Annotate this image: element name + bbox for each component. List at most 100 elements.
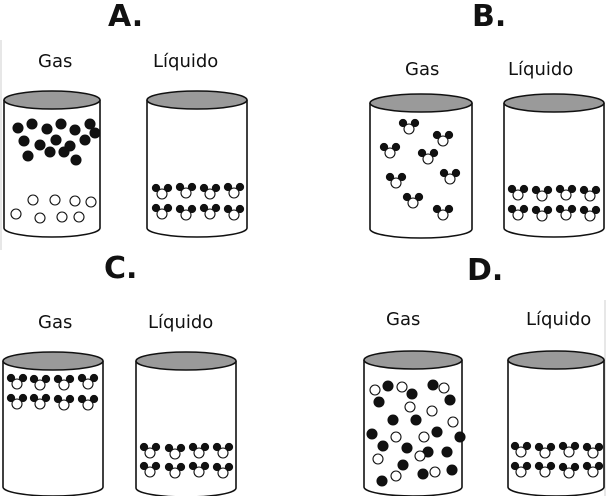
light-atom bbox=[69, 195, 81, 207]
molecule-dark-atom bbox=[223, 204, 233, 214]
panel-b-letter: B. bbox=[472, 0, 506, 34]
molecule-dark-atom bbox=[451, 168, 461, 178]
molecule-dark-atom bbox=[224, 462, 234, 472]
molecule-dark-atom bbox=[65, 394, 75, 404]
dark-atom bbox=[70, 154, 82, 166]
molecule-dark-atom bbox=[164, 443, 174, 453]
dark-atom bbox=[18, 135, 30, 147]
molecule-light-atom bbox=[228, 187, 240, 199]
cylinder-lid bbox=[507, 350, 605, 370]
light-atom bbox=[85, 196, 97, 208]
panel-b-liquid-label: Líquido bbox=[508, 59, 573, 80]
dark-atom bbox=[34, 139, 46, 151]
light-atom bbox=[27, 194, 39, 206]
molecule bbox=[534, 442, 556, 459]
dark-atom bbox=[382, 380, 394, 392]
dark-atom bbox=[22, 150, 34, 162]
light-atom bbox=[396, 381, 408, 393]
molecule-dark-atom bbox=[555, 204, 565, 214]
panel-c-gas-particles bbox=[6, 373, 99, 411]
molecule bbox=[582, 461, 604, 478]
panel-b-gas-container bbox=[369, 93, 473, 239]
molecule-dark-atom bbox=[558, 441, 568, 451]
molecule-dark-atom bbox=[212, 442, 222, 452]
panel-b: B. Gas Líquido bbox=[369, 0, 605, 239]
panel-b-gas-particles bbox=[379, 118, 461, 221]
cylinder-lid bbox=[135, 351, 237, 371]
molecule-dark-atom bbox=[235, 182, 245, 192]
molecule bbox=[579, 185, 601, 202]
molecule-light-atom bbox=[584, 190, 596, 202]
molecule bbox=[555, 184, 577, 201]
dark-atom bbox=[12, 122, 24, 134]
molecule-dark-atom bbox=[531, 205, 541, 215]
light-atom bbox=[34, 212, 46, 224]
molecule-dark-atom bbox=[41, 374, 51, 384]
dark-atom bbox=[410, 414, 422, 426]
molecule-light-atom bbox=[444, 173, 456, 185]
panel-b-gas-label: Gas bbox=[405, 59, 439, 80]
molecule-dark-atom bbox=[507, 204, 517, 214]
molecule-dark-atom bbox=[199, 183, 209, 193]
molecule bbox=[151, 183, 173, 200]
molecule-dark-atom bbox=[18, 373, 28, 383]
molecule bbox=[379, 142, 401, 159]
molecule bbox=[53, 374, 75, 391]
molecule-light-atom bbox=[169, 467, 181, 479]
molecule-dark-atom bbox=[188, 461, 198, 471]
panel-a-liquid-container bbox=[146, 90, 248, 238]
cylinder-lid bbox=[363, 350, 463, 370]
molecule bbox=[151, 203, 173, 220]
molecule-dark-atom bbox=[6, 393, 16, 403]
molecule-light-atom bbox=[193, 447, 205, 459]
cylinder-lid bbox=[503, 93, 605, 113]
molecule-dark-atom bbox=[582, 442, 592, 452]
molecule-light-atom bbox=[536, 210, 548, 222]
panel-b-liquid-particles bbox=[507, 184, 601, 222]
molecule-dark-atom bbox=[432, 204, 442, 214]
molecule-light-atom bbox=[217, 467, 229, 479]
molecule-dark-atom bbox=[89, 394, 99, 404]
panel-c-liquid-container bbox=[135, 351, 237, 496]
molecule-dark-atom bbox=[164, 462, 174, 472]
molecule-light-atom bbox=[11, 378, 23, 390]
molecule-light-atom bbox=[587, 447, 599, 459]
molecule-light-atom bbox=[384, 147, 396, 159]
cylinder-body bbox=[503, 103, 605, 238]
molecule-dark-atom bbox=[391, 142, 401, 152]
molecule-light-atom bbox=[34, 379, 46, 391]
molecule-dark-atom bbox=[567, 184, 577, 194]
dark-atom bbox=[431, 426, 443, 438]
molecule-light-atom bbox=[228, 209, 240, 221]
molecule-light-atom bbox=[34, 398, 46, 410]
cylinder-body bbox=[135, 361, 237, 496]
dark-atom bbox=[84, 118, 96, 130]
molecule-light-atom bbox=[539, 466, 551, 478]
molecule-dark-atom bbox=[385, 172, 395, 182]
molecule-light-atom bbox=[422, 153, 434, 165]
molecule-dark-atom bbox=[151, 461, 161, 471]
molecule-light-atom bbox=[144, 447, 156, 459]
panel-d-liquid-label: Líquido bbox=[526, 309, 591, 330]
panel-c: C. Gas Líquido bbox=[2, 251, 237, 496]
molecule-dark-atom bbox=[151, 442, 161, 452]
light-atom bbox=[426, 405, 438, 417]
molecule-dark-atom bbox=[397, 172, 407, 182]
molecule-dark-atom bbox=[175, 204, 185, 214]
cylinder-lid bbox=[2, 351, 104, 371]
molecule-dark-atom bbox=[579, 205, 589, 215]
panel-d-liquid-container bbox=[507, 350, 605, 496]
molecule-dark-atom bbox=[53, 374, 63, 384]
dark-atom bbox=[55, 118, 67, 130]
molecule bbox=[212, 462, 234, 479]
molecule-dark-atom bbox=[176, 443, 186, 453]
molecule-light-atom bbox=[11, 398, 23, 410]
molecule bbox=[139, 461, 161, 478]
molecule-dark-atom bbox=[139, 442, 149, 452]
panel-d: D. Gas Líquido bbox=[363, 253, 605, 496]
light-atom bbox=[418, 431, 430, 443]
dark-atom bbox=[417, 468, 429, 480]
molecule-light-atom bbox=[539, 447, 551, 459]
molecule bbox=[199, 203, 221, 220]
molecule-light-atom bbox=[437, 135, 449, 147]
